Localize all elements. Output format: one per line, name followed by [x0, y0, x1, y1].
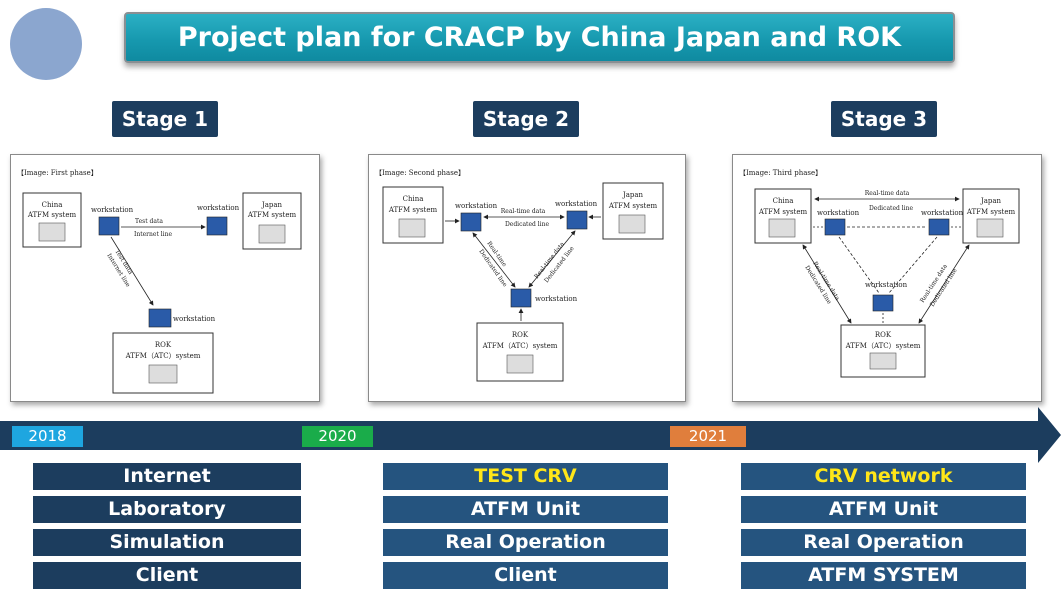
workstation-label: workstation — [535, 295, 578, 303]
workstation-label: workstation — [921, 209, 964, 217]
diagram-caption: 【Image: Third phase】 — [739, 169, 822, 177]
year-badge-2018: 2018 — [12, 426, 83, 447]
timeline-arrow — [0, 407, 1061, 463]
workstation-icon — [206, 216, 228, 236]
stage-1-item: Simulation — [33, 529, 301, 556]
china-label: China — [403, 195, 424, 203]
stage-1-label: Stage 1 — [112, 101, 218, 137]
stage-2-label: Stage 2 — [473, 101, 579, 137]
workstation-icon — [98, 216, 120, 236]
server-icon — [618, 214, 646, 234]
rok-label: ROK — [512, 331, 529, 339]
stage-3-item: Real Operation — [741, 529, 1026, 556]
stage-2-item: Real Operation — [383, 529, 668, 556]
workstation-icon — [510, 288, 532, 308]
server-icon — [148, 364, 178, 384]
workstation-label: workstation — [173, 315, 216, 323]
workstation-label: workstation — [455, 202, 498, 210]
workstation-label: workstation — [555, 200, 598, 208]
link-label: Real-time data — [501, 208, 546, 215]
japan-label: Japan — [622, 191, 644, 199]
link-label: Real-time data — [865, 190, 910, 197]
year-badge-2020: 2020 — [302, 426, 373, 447]
link-label: Test data — [135, 218, 163, 225]
workstation-label: workstation — [865, 281, 908, 289]
stage-3-item: ATFM Unit — [741, 496, 1026, 523]
workstation-icon — [566, 210, 588, 230]
link-arrow — [918, 244, 970, 324]
diagram-caption: 【Image: First phase】 — [17, 169, 98, 177]
stage-3-item: ATFM SYSTEM — [741, 562, 1026, 589]
diagram-caption: 【Image: Second phase】 — [375, 169, 465, 177]
server-icon — [768, 218, 796, 238]
rok-system-label: ATFM（ATC）system — [482, 342, 558, 350]
rok-system-label: ATFM（ATC）system — [125, 352, 201, 360]
link-arrow — [110, 236, 154, 306]
workstation-label: workstation — [91, 206, 134, 214]
server-icon — [506, 354, 534, 374]
workstation-label: workstation — [197, 204, 240, 212]
decorative-circle — [10, 8, 82, 80]
china-system-label: ATFM system — [388, 206, 438, 214]
stage-2-item: Client — [383, 562, 668, 589]
rok-system-label: ATFM（ATC）system — [845, 342, 921, 350]
rok-label: ROK — [155, 341, 172, 349]
workstation-icon — [928, 218, 950, 236]
stage-1-diagram: 【Image: First phase】 China ATFM system J… — [10, 154, 320, 402]
japan-system-label: ATFM system — [247, 211, 297, 219]
workstation-icon — [824, 218, 846, 236]
stage-2-diagram: 【Image: Second phase】 China ATFM system … — [368, 154, 686, 402]
japan-system-label: ATFM system — [608, 202, 658, 210]
workstation-icon — [148, 308, 172, 328]
stage-3-diagram: 【Image: Third phase】 China ATFM system J… — [732, 154, 1042, 402]
link-arrow — [472, 232, 516, 288]
server-icon — [398, 218, 426, 238]
server-icon — [976, 218, 1004, 238]
china-system-label: ATFM system — [27, 211, 77, 219]
japan-label: Japan — [980, 197, 1002, 205]
page-title: Project plan for CRACP by China Japan an… — [124, 12, 955, 63]
stage-1-item: Laboratory — [33, 496, 301, 523]
china-label: China — [773, 197, 794, 205]
china-system-label: ATFM system — [758, 208, 808, 216]
japan-label: Japan — [261, 201, 283, 209]
china-label: China — [42, 201, 63, 209]
link-arrow — [528, 230, 576, 288]
link-label: Internet line — [134, 231, 173, 238]
server-icon — [869, 352, 897, 370]
stage-3-label: Stage 3 — [831, 101, 937, 137]
stage-1-item: Client — [33, 562, 301, 589]
link-arrow — [802, 244, 852, 324]
stage-3-item: CRV network — [741, 463, 1026, 490]
server-icon — [258, 224, 286, 244]
server-icon — [38, 222, 66, 242]
link-label: Dedicated line — [869, 205, 913, 212]
stage-2-item: ATFM Unit — [383, 496, 668, 523]
stage-1-item: Internet — [33, 463, 301, 490]
workstation-label: workstation — [817, 209, 860, 217]
workstation-icon — [460, 212, 482, 232]
stage-2-item: TEST CRV — [383, 463, 668, 490]
workstation-icon — [872, 294, 894, 312]
link-label: Dedicated line — [505, 221, 549, 228]
japan-system-label: ATFM system — [966, 208, 1016, 216]
rok-label: ROK — [875, 331, 892, 339]
year-badge-2021: 2021 — [670, 426, 746, 447]
